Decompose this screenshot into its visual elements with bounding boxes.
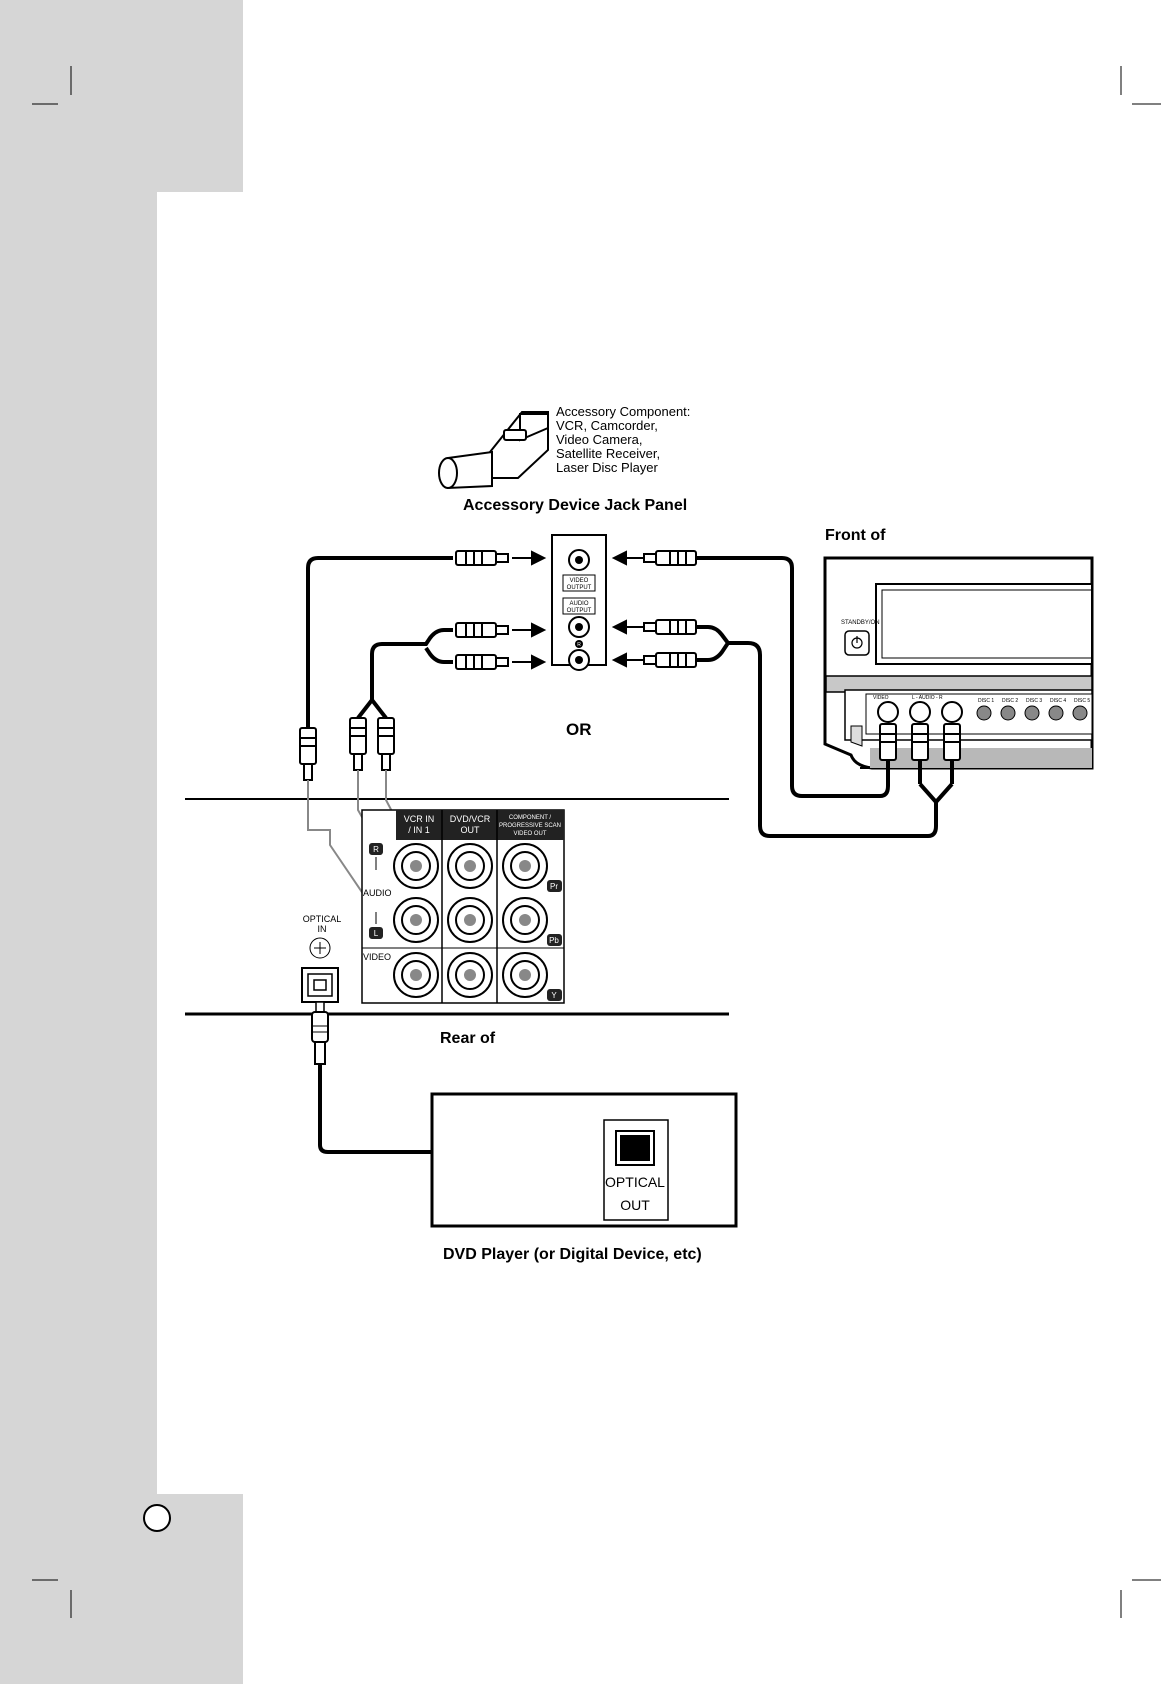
disc2-label: DISC 2 <box>1002 698 1018 704</box>
optical-out-label-1: OPTICAL <box>605 1174 665 1190</box>
rear-r-badge: R <box>373 845 379 854</box>
jack-r-label: R <box>577 642 581 648</box>
jack-panel-title: Accessory Device Jack Panel <box>463 497 687 514</box>
accessory-line-5: Laser Disc Player <box>556 460 659 475</box>
rear-pb-badge: Pb <box>549 936 559 945</box>
rear-col1-line2: / IN 1 <box>408 825 430 835</box>
disc5-label: DISC 5 <box>1074 698 1090 704</box>
rear-title: Rear of <box>440 1030 496 1047</box>
accessory-jack-panel: VIDEO OUTPUT AUDIO OUTPUT R <box>551 534 607 671</box>
left-plugs-horizontal <box>455 550 509 670</box>
rear-pr-badge: Pr <box>550 882 558 891</box>
rear-col2-line1: DVD/VCR <box>450 814 491 824</box>
crop-marks <box>32 66 1161 1618</box>
left-arrows <box>512 550 547 670</box>
video-output-label-2: OUTPUT <box>567 585 592 591</box>
disc3-label: DISC 3 <box>1026 698 1042 704</box>
rear-col3-line3: VIDEO OUT <box>513 831 546 837</box>
disc-buttons <box>976 705 1088 721</box>
front-title: Front of <box>825 527 886 544</box>
page-number-circle <box>143 1504 171 1532</box>
right-plugs-horizontal <box>643 550 697 668</box>
front-video-label: VIDEO <box>873 695 889 701</box>
or-label: OR <box>566 720 592 739</box>
rear-audio-label: AUDIO <box>363 888 392 898</box>
audio-output-label-2: OUTPUT <box>567 608 592 614</box>
audio-output-label-1: AUDIO <box>569 601 588 607</box>
optical-in-label-2: IN <box>318 924 327 934</box>
disc4-label: DISC 4 <box>1050 698 1066 704</box>
accessory-line-1: Accessory Component: <box>556 404 690 419</box>
front-plug-tails <box>886 760 954 786</box>
video-output-label-1: VIDEO <box>570 578 589 584</box>
rear-video-label: VIDEO <box>363 952 391 962</box>
rear-col1-line1: VCR IN <box>404 814 435 824</box>
rear-l-badge: L <box>374 929 379 938</box>
rear-jack-panel: VCR IN / IN 1 DVD/VCR OUT COMPONENT / PR… <box>361 809 565 1004</box>
rear-jack-centers <box>410 860 531 981</box>
accessory-line-2: VCR, Camcorder, <box>556 418 658 433</box>
dvd-player-caption: DVD Player (or Digital Device, etc) <box>443 1246 702 1263</box>
rear-col3-line1: COMPONENT / <box>509 815 552 821</box>
right-cables <box>696 556 954 838</box>
front-audio-label: L - AUDIO - R <box>912 695 943 701</box>
accessory-line-4: Satellite Receiver, <box>556 446 660 461</box>
dvd-player-box: OPTICAL OUT <box>430 1092 738 1228</box>
optical-out-label-2: OUT <box>620 1197 650 1213</box>
front-plugs-vertical <box>879 723 961 761</box>
accessory-line-3: Video Camera, <box>556 432 642 447</box>
rear-jacks <box>393 843 548 998</box>
margin-bottom-gray <box>0 1494 243 1684</box>
camcorder-icon <box>438 411 549 490</box>
standby-label: STANDBY/ON <box>841 620 880 626</box>
rear-y-badge: Y <box>551 991 557 1000</box>
left-cables <box>306 556 453 728</box>
left-plugs-vertical <box>299 717 395 781</box>
disc1-label: DISC 1 <box>978 698 994 704</box>
margin-left-gray <box>0 0 157 1684</box>
front-input-jacks <box>877 701 963 723</box>
right-arrows <box>611 550 644 668</box>
rear-col2-line2: OUT <box>461 825 481 835</box>
rear-col3-line2: PROGRESSIVE SCAN <box>499 823 561 829</box>
optical-in-label-1: OPTICAL <box>303 914 342 924</box>
